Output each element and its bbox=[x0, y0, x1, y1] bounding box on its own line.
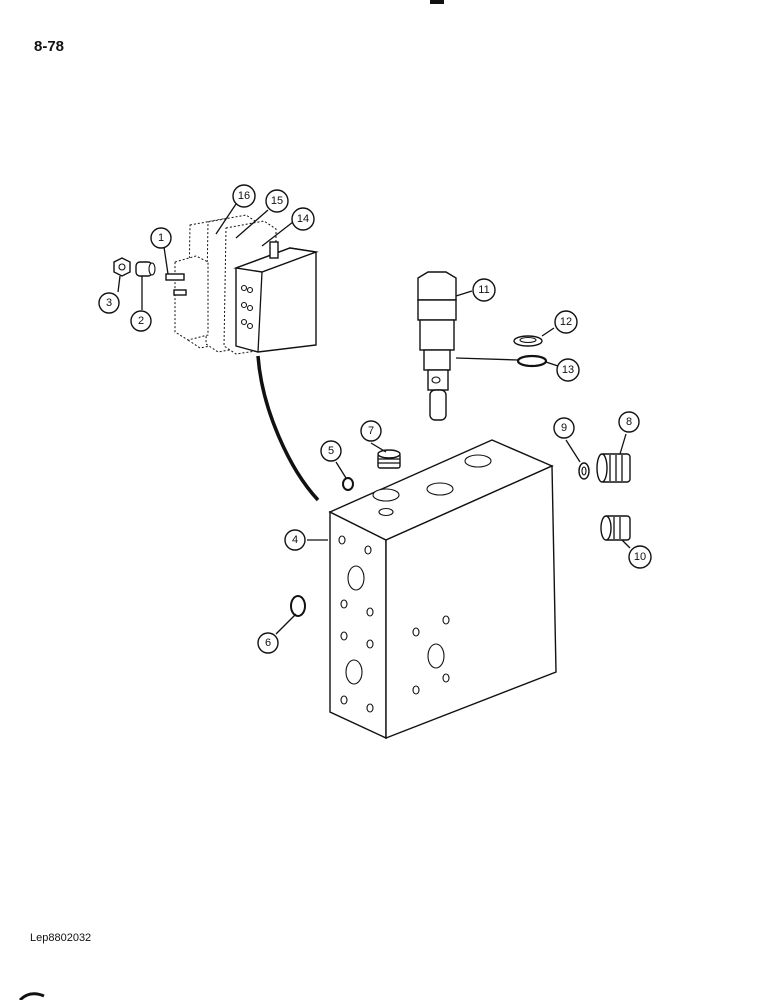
callout-11: 11 bbox=[472, 278, 496, 302]
svg-text:14: 14 bbox=[297, 213, 309, 225]
o-ring-side bbox=[290, 595, 306, 617]
document-code: Lep8802032 bbox=[30, 932, 92, 944]
callout-9: 9 bbox=[553, 417, 575, 439]
valve-stack-assembly bbox=[165, 214, 319, 355]
svg-text:4: 4 bbox=[292, 534, 298, 546]
o-ring-large bbox=[516, 354, 548, 368]
svg-text:7: 7 bbox=[368, 425, 374, 437]
scan-artifact bbox=[18, 992, 45, 1000]
callout-1: 1 bbox=[150, 227, 172, 249]
cartridge-valve bbox=[417, 271, 457, 421]
callout-14: 14 bbox=[291, 207, 315, 231]
callout-12: 12 bbox=[554, 310, 578, 334]
page-number: 8-78 bbox=[34, 38, 65, 55]
callouts: 1 2 3 4 5 6 7 8 9 10 11 12 13 14 15 16 bbox=[98, 184, 652, 654]
callout-5: 5 bbox=[320, 440, 342, 462]
svg-text:6: 6 bbox=[265, 637, 271, 649]
callout-16: 16 bbox=[232, 184, 256, 208]
leader-lines bbox=[117, 203, 631, 635]
main-valve-block bbox=[328, 439, 557, 740]
svg-text:12: 12 bbox=[560, 316, 572, 328]
callout-4: 4 bbox=[284, 529, 306, 551]
callout-13: 13 bbox=[556, 358, 580, 382]
threaded-plug-top bbox=[377, 449, 401, 469]
callout-2: 2 bbox=[130, 310, 152, 332]
svg-text:13: 13 bbox=[562, 364, 574, 376]
connecting-pipe bbox=[256, 355, 320, 502]
scan-artifact bbox=[430, 0, 444, 4]
callout-7: 7 bbox=[360, 420, 382, 442]
svg-text:11: 11 bbox=[478, 284, 489, 296]
callout-8: 8 bbox=[618, 411, 640, 433]
svg-text:10: 10 bbox=[634, 551, 646, 563]
callout-15: 15 bbox=[265, 189, 289, 213]
callout-6: 6 bbox=[257, 632, 279, 654]
callout-10: 10 bbox=[628, 545, 652, 569]
svg-text:3: 3 bbox=[106, 297, 112, 309]
svg-text:5: 5 bbox=[328, 445, 334, 457]
svg-text:2: 2 bbox=[138, 315, 144, 327]
svg-text:16: 16 bbox=[238, 190, 250, 202]
svg-text:8: 8 bbox=[626, 416, 632, 428]
threaded-plug-side bbox=[596, 453, 631, 483]
nut-and-washer bbox=[113, 257, 156, 277]
callout-3: 3 bbox=[98, 292, 120, 314]
threaded-plug-small bbox=[600, 515, 631, 541]
svg-text:1: 1 bbox=[158, 232, 164, 244]
o-ring-small bbox=[342, 477, 354, 491]
svg-text:15: 15 bbox=[271, 195, 283, 207]
svg-text:9: 9 bbox=[561, 422, 567, 434]
